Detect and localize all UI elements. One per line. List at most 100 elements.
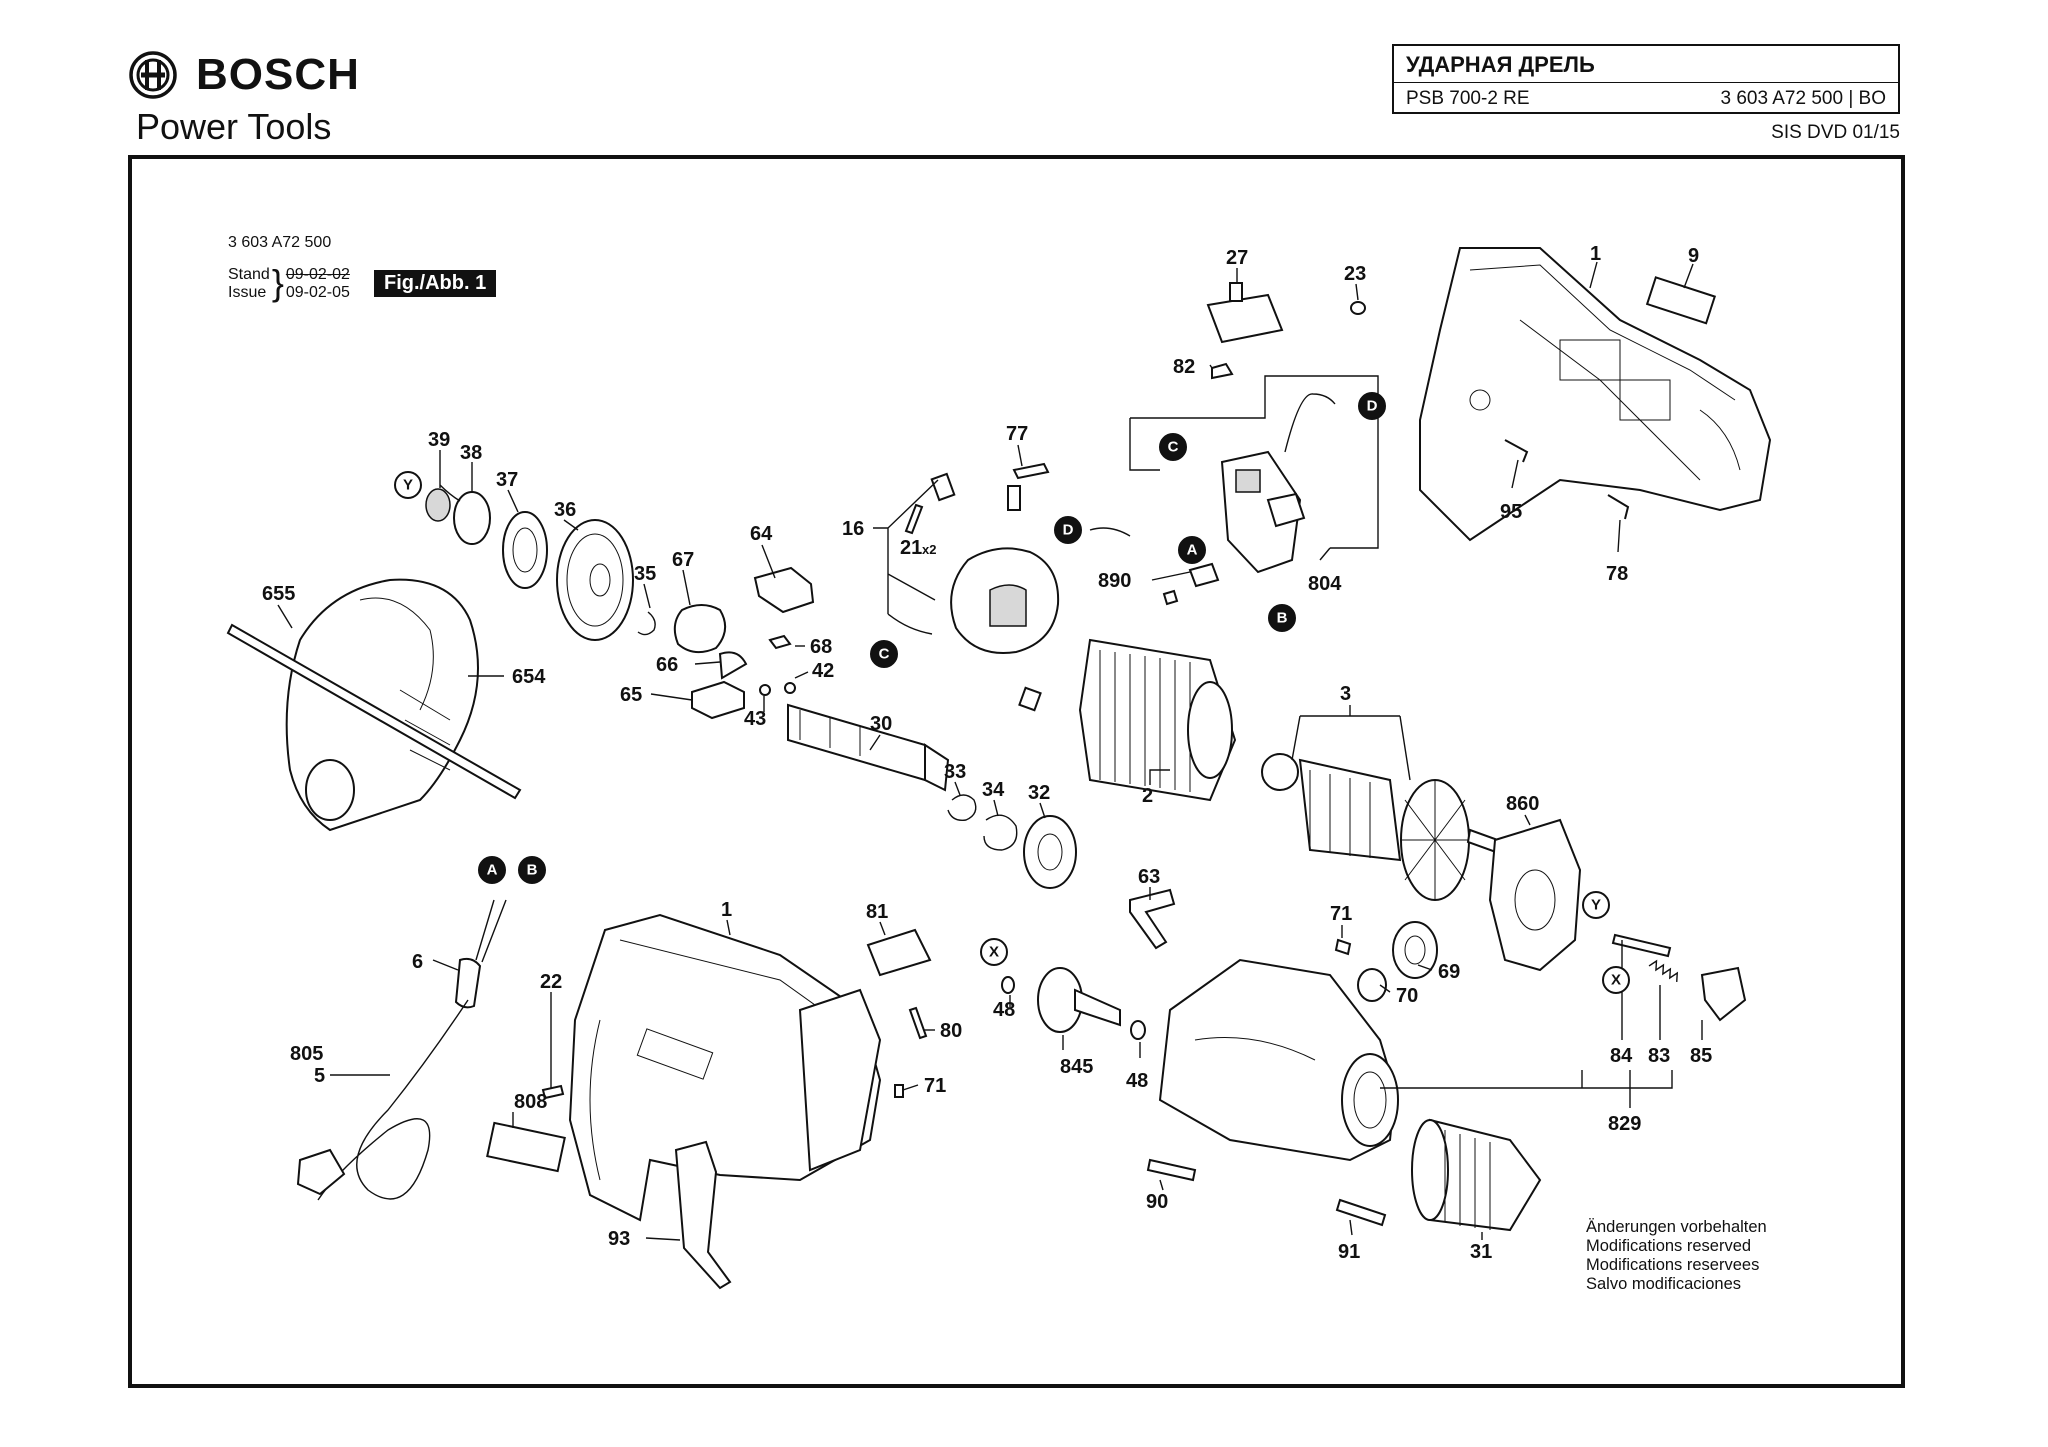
part-95 [1504, 439, 1529, 463]
marker-x-left: X [980, 938, 1008, 966]
part-label: 42 [812, 660, 834, 682]
modifications-notice: Änderungen vorbehalten Modifications res… [1586, 1218, 1767, 1294]
gear-train [425, 488, 656, 641]
part-label: 70 [1396, 985, 1418, 1007]
part-1-rear [798, 988, 882, 1172]
marker-d-lower: D [1054, 516, 1082, 544]
lead-c-wire [887, 613, 933, 635]
part-label: 83 [1648, 1045, 1670, 1067]
part-65 [691, 680, 745, 720]
housing-half-bottom [568, 913, 882, 1222]
part-label: 1 [1590, 243, 1601, 265]
part-655-rod [226, 623, 522, 800]
part-label: 21 [900, 537, 922, 559]
part-67 [673, 604, 727, 654]
figure-part-number: 3 603 A72 500 [228, 234, 332, 251]
part-label: 808 [514, 1091, 547, 1113]
part-34 [983, 814, 1018, 851]
modifications-line: Modifications reserved [1586, 1237, 1752, 1255]
part-labels: 1 9 27 23 82 95 78 804 890 77 16 21 x2 6… [262, 243, 1712, 1263]
part-71-top [1334, 938, 1352, 956]
part-label: 38 [460, 442, 482, 464]
brush-holder-assembly-16 [930, 472, 1060, 712]
brand-block: BOSCH Power Tools [128, 50, 360, 148]
gear-housing-860 [1488, 818, 1582, 972]
edition-label: SIS DVD 01/15 [1771, 122, 1900, 143]
part-91 [1335, 1198, 1387, 1227]
part-label: 2 [1142, 785, 1153, 807]
stand-issue-block: Stand Issue } 09-02-02 09-02-05 [228, 262, 350, 303]
part-label: 63 [1138, 866, 1160, 888]
part-label: 36 [554, 499, 576, 521]
part-label: 35 [634, 563, 656, 585]
part-label: 37 [496, 469, 518, 491]
marker-c-upper: C [1159, 433, 1187, 461]
part-label: 39 [428, 429, 450, 451]
part-label: 654 [512, 666, 546, 688]
part-85 [1700, 966, 1747, 1022]
part-label: 95 [1500, 501, 1522, 523]
part-label: 805 [290, 1043, 323, 1065]
part-label: 81 [866, 901, 888, 923]
part-label: 66 [656, 654, 678, 676]
part-label: 64 [750, 523, 773, 545]
part-93 [674, 1140, 732, 1290]
housing-half-top [1419, 247, 1772, 542]
svg-text:A: A [487, 862, 498, 879]
part-label: 23 [1344, 263, 1366, 285]
part-label: 860 [1506, 793, 1539, 815]
part-64 [753, 566, 815, 614]
part-label: 82 [1173, 356, 1195, 378]
switch-assembly-804 [1129, 375, 1379, 574]
part-70-ring [1357, 968, 1387, 1002]
part-label: 48 [993, 999, 1015, 1021]
part-label: 3 [1340, 683, 1351, 705]
part-label: 90 [1146, 1191, 1168, 1213]
svg-text:D: D [1063, 522, 1074, 539]
brand-subtitle: Power Tools [136, 106, 332, 147]
part-label: 48 [1126, 1070, 1148, 1092]
title-divider [1394, 82, 1898, 83]
armature-3 [1261, 753, 1522, 901]
part-label: 16 [842, 518, 864, 540]
part-label: 65 [620, 684, 642, 706]
svg-text:X: X [989, 944, 999, 961]
svg-text:C: C [1168, 439, 1179, 456]
part-label: 71 [924, 1075, 946, 1097]
part-label: 9 [1688, 245, 1699, 267]
part-label: 78 [1606, 563, 1628, 585]
svg-text:C: C [879, 646, 890, 663]
part-label: 1 [721, 899, 732, 921]
part-42 [784, 682, 796, 694]
svg-text:D: D [1367, 398, 1378, 415]
part-qty: x2 [922, 542, 936, 557]
part-label: 32 [1028, 782, 1050, 804]
part-83-spring [1648, 959, 1679, 983]
part-label: 68 [810, 636, 832, 658]
marker-a-upper: A [1178, 536, 1206, 564]
part-66 [718, 651, 748, 680]
stator-2 [1078, 638, 1237, 802]
part-label: 22 [540, 971, 562, 993]
part-82 [1211, 362, 1234, 380]
leader-lines [277, 261, 1703, 1241]
stand-date: 09-02-02 [285, 266, 350, 283]
part-label: 34 [982, 779, 1005, 801]
issue-label: Issue [228, 284, 267, 301]
stand-issue-dates: 09-02-02 09-02-05 [286, 266, 350, 302]
marker-b-cord: B [518, 856, 546, 884]
part-label: 5 [314, 1065, 325, 1087]
part-label: 84 [1610, 1045, 1633, 1067]
part-43 [759, 684, 771, 696]
brace-icon: } [271, 262, 284, 303]
part-label: 829 [1608, 1113, 1641, 1135]
part-label: 6 [412, 951, 423, 973]
part-label: 27 [1226, 247, 1248, 269]
part-27-switch-cover [1206, 282, 1284, 344]
part-label: 31 [1470, 1241, 1492, 1263]
marker-y-right: Y [1582, 891, 1610, 919]
part-label: 804 [1308, 573, 1342, 595]
stand-issue-labels: Stand Issue [228, 266, 270, 302]
part-78 [1607, 494, 1630, 520]
part-81 [866, 928, 932, 977]
